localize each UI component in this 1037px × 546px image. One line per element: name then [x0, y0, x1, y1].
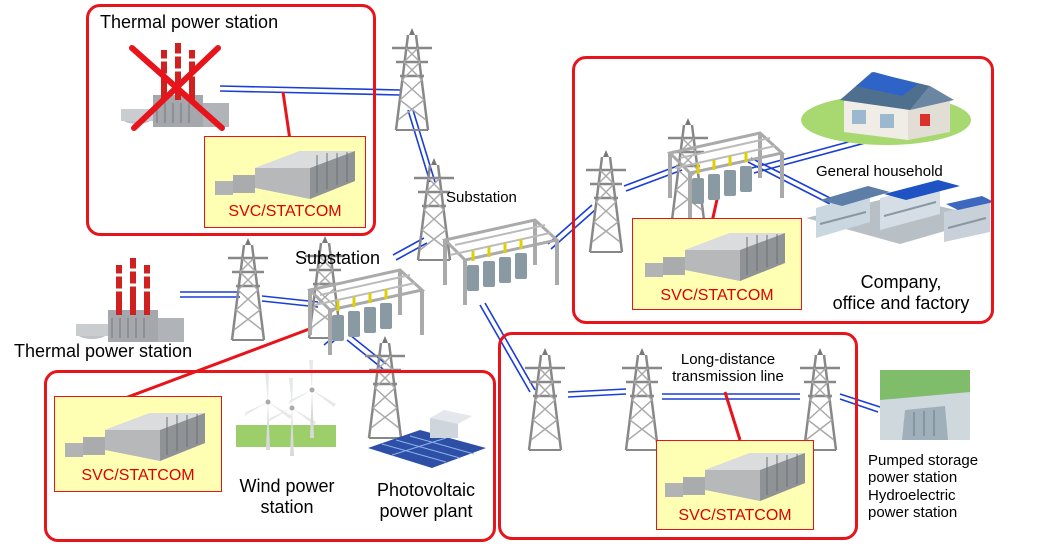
- frame-consumer-svc: [572, 56, 994, 324]
- label-pumped: Pumped storage power station Hydroelectr…: [868, 452, 979, 521]
- svc-label: SVC/STATCOM: [678, 507, 792, 524]
- label-thermal-top: Thermal power station: [100, 12, 279, 32]
- label-general-household: General household: [816, 163, 943, 180]
- frame-long-distance-svc: [498, 332, 858, 540]
- tower-icon: [226, 236, 270, 342]
- svc-equipment-icon: [664, 452, 806, 502]
- svc-box-thermal: SVC/STATCOM: [204, 136, 366, 228]
- house-icon: [801, 72, 971, 145]
- label-substation-left: Substation: [295, 248, 381, 268]
- substation-icon: [443, 218, 559, 307]
- thermal-plant-icon: [74, 256, 186, 344]
- label-photovoltaic: Photovoltaic power plant: [376, 480, 476, 521]
- svc-box-long-distance: SVC/STATCOM: [656, 440, 814, 530]
- label-wind: Wind power station: [239, 476, 335, 517]
- factory-icon: [806, 180, 994, 244]
- svc-equipment-icon: [214, 150, 356, 200]
- svc-connections: [119, 91, 742, 441]
- svc-box-renewable: SVC/STATCOM: [54, 396, 222, 492]
- tower-icon: [390, 26, 434, 132]
- frame-renewable-svc: [44, 370, 496, 542]
- svc-label: SVC/STATCOM: [660, 287, 774, 304]
- svc-label: SVC/STATCOM: [228, 203, 342, 220]
- solar-panel-icon: [368, 410, 486, 468]
- label-substation-center: Substation: [446, 189, 517, 206]
- frame-thermal-svc: [86, 4, 376, 236]
- label-company: Company, office and factory: [832, 272, 970, 313]
- svc-equipment-icon: [64, 412, 206, 462]
- wind-turbine-icon: [236, 360, 336, 456]
- svc-label: SVC/STATCOM: [81, 467, 195, 484]
- cross-mark-icon: [129, 45, 225, 131]
- svc-equipment-icon: [644, 232, 786, 282]
- svc-box-consumer: SVC/STATCOM: [632, 218, 802, 310]
- hydro-dam-icon: [880, 370, 970, 440]
- label-long-distance: Long-distance transmission line: [672, 351, 784, 386]
- label-thermal-left: Thermal power station: [14, 341, 193, 361]
